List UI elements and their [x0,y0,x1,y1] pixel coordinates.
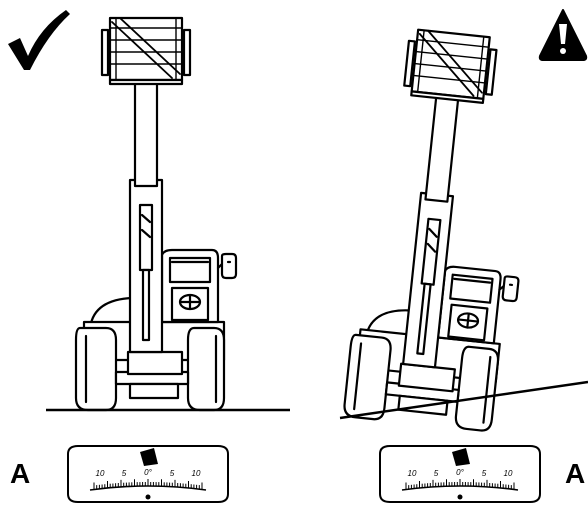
scale-label: 10 [504,469,513,478]
inclinometer-right: 10 5 0° 5 10 [380,446,540,502]
warning-triangle-icon [540,10,586,60]
scale-label: 10 [408,469,417,478]
scale-label: 5 [122,469,127,478]
telehandler-level [76,18,236,410]
scale-label: 5 [170,469,175,478]
inclinometer-label-left: A [10,460,30,488]
panel-warning [340,10,588,433]
scale-label: 10 [192,469,201,478]
scale-label: 10 [96,469,105,478]
scale-label: 0° [456,468,464,477]
inclinometer-label-right: A [565,460,585,488]
telehandler-tilted [343,26,543,433]
inclinometer-left: 10 5 0° 5 10 [68,446,228,502]
checkmark-icon [8,10,70,70]
panel-correct [8,10,290,410]
scale-label: 5 [434,469,439,478]
scale-label: 0° [144,468,152,477]
scale-label: 5 [482,469,487,478]
